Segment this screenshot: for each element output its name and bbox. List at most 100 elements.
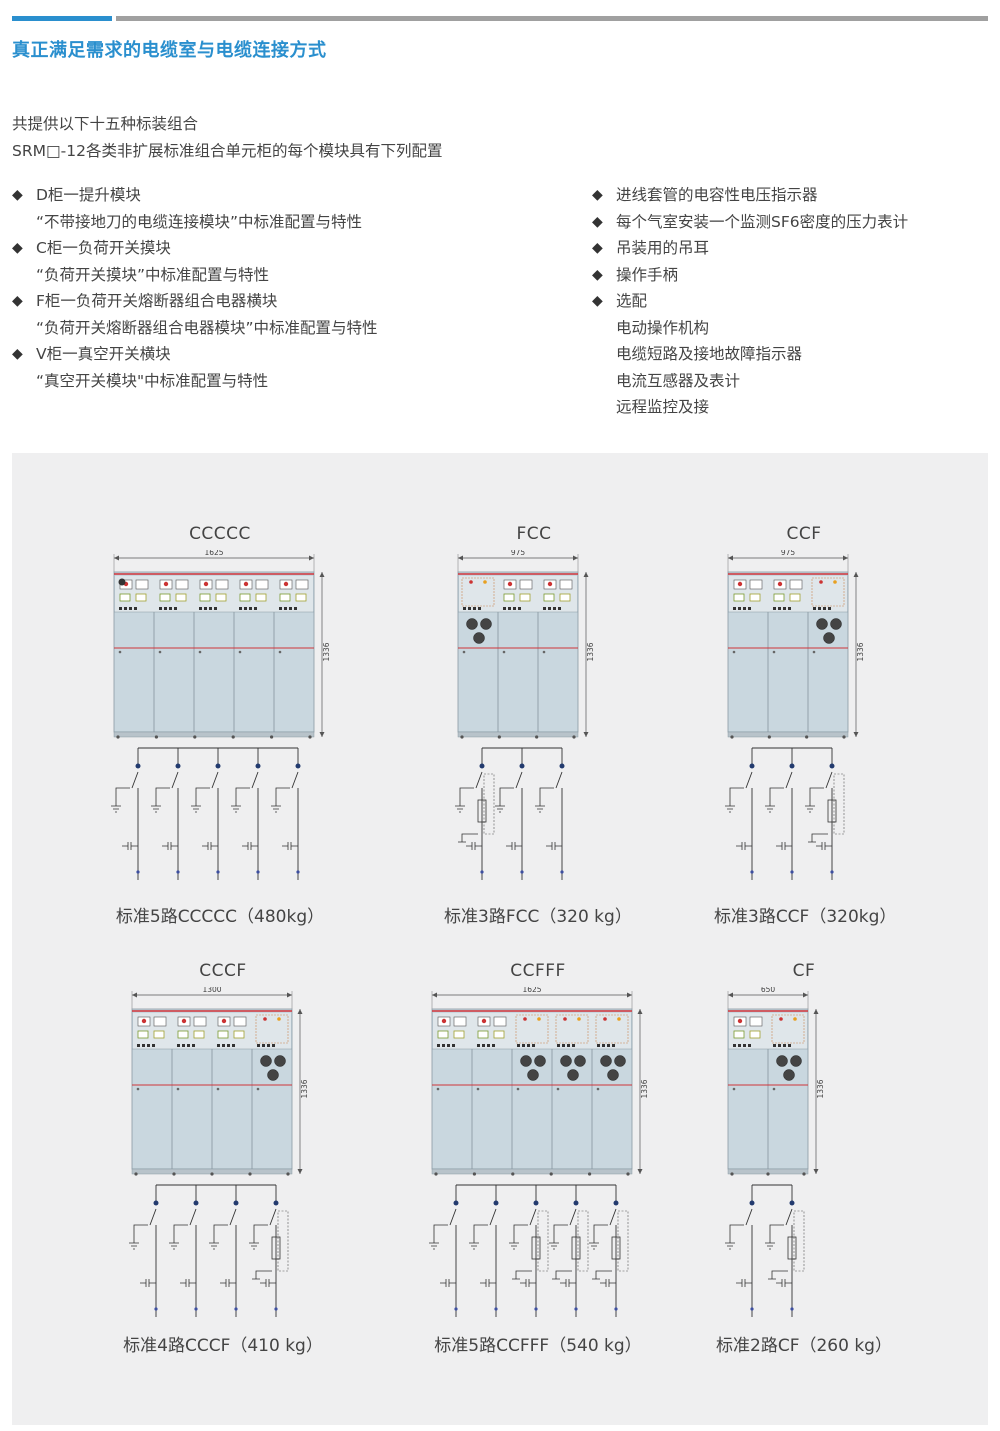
terminal-dot: [284, 607, 287, 610]
node-dot-icon: [295, 763, 301, 769]
terminal-dot: [823, 607, 826, 610]
terminal-dot: [152, 1044, 155, 1047]
diamond-bullet-icon: ◆: [592, 266, 603, 283]
terminal-dot: [748, 1044, 751, 1047]
height-label: 1336: [586, 642, 595, 661]
switch-indicator: [135, 579, 149, 590]
switch-indicator: [559, 579, 573, 590]
indicator-lamp-icon: [243, 581, 249, 587]
earth-symbol-icon: [249, 1224, 268, 1250]
terminal-dot: [773, 1044, 776, 1047]
door-handle-icon: [238, 650, 242, 654]
terminal-dot: [477, 1044, 480, 1047]
option-item: 电缆短路及接地故障指示器: [616, 345, 803, 363]
node-dot-icon: [534, 1307, 538, 1311]
earth-symbol-icon: [765, 787, 784, 813]
cabinet-foot-icon: [286, 1172, 290, 1176]
node-dot-icon: [789, 1200, 795, 1206]
height-label: 1336: [300, 1079, 309, 1098]
diamond-bullet-icon: ◆: [592, 293, 603, 309]
switch-blade: [475, 771, 483, 789]
list-item-desc: “负荷开关摸块”中标准配置与特性: [36, 265, 270, 284]
door-handle-icon: [158, 650, 162, 654]
operating-knob-icon: [520, 1055, 532, 1067]
list-item: ◆吊装用的吊耳: [592, 235, 908, 262]
diamond-bullet-icon: ◆: [592, 213, 603, 230]
indicator-lamp-icon: [203, 581, 209, 587]
terminal-dot: [217, 1044, 220, 1047]
door-handle-icon: [436, 1087, 440, 1091]
terminal-dot: [733, 1044, 736, 1047]
earth-symbol-icon: [252, 1270, 272, 1280]
indicator-lamp-icon: [563, 1017, 567, 1021]
earth-symbol-icon: [512, 1270, 532, 1280]
list-item: ◆选配: [592, 288, 908, 315]
indicator-lamp-icon: [819, 580, 823, 584]
fuse-enclosure: [833, 773, 845, 835]
door-handle-icon: [772, 650, 776, 654]
option-item: 电动操作机构: [616, 318, 710, 337]
switch-blade: [211, 771, 219, 789]
terminal-dot: [778, 607, 781, 610]
capacitor-indicator-icon: [260, 1279, 276, 1287]
terminal-dot: [142, 1044, 145, 1047]
node-dot-icon: [136, 870, 140, 874]
terminal-dot: [257, 1044, 260, 1047]
capacitor-indicator-icon: [282, 842, 298, 850]
intro-line-2: SRM□-12各类非扩展标准组合单元柜的每个模块具有下列配置: [12, 142, 443, 160]
list-item: ◆F柜一负荷开关熔断器组合电器横块: [12, 288, 378, 315]
single-line-diagram: [129, 1184, 289, 1317]
indicator-lamp-icon: [833, 580, 837, 584]
operating-knob-icon: [783, 1069, 795, 1081]
height-label: 1336: [322, 642, 331, 661]
door-handle-icon: [118, 650, 122, 654]
status-window: [519, 593, 531, 602]
cabinet-foot-icon: [766, 1172, 770, 1176]
capacitor-indicator-icon: [776, 842, 792, 850]
single-line-diagram: [429, 1184, 629, 1317]
door-handle-icon: [502, 650, 506, 654]
diamond-bullet-icon: ◆: [12, 346, 23, 362]
terminal-dot: [262, 1044, 265, 1047]
fuse-panel: [515, 1014, 549, 1044]
terminal-dot: [558, 607, 561, 610]
switch-blade: [555, 771, 563, 789]
indicator-lamp-icon: [283, 581, 289, 587]
terminal-dot: [527, 1044, 530, 1047]
node-dot-icon: [574, 1307, 578, 1311]
status-window: [559, 593, 571, 602]
operating-knob-icon: [260, 1055, 272, 1067]
capacitor-indicator-icon: [162, 842, 178, 850]
feature-list: ◆进线套管的电容性电压指示器 ◆每个气室安装一个监测SF6密度的压力表计 ◆吊装…: [592, 182, 908, 421]
terminal-dot: [119, 607, 122, 610]
switch-indicator: [519, 579, 533, 590]
status-window: [135, 593, 147, 602]
door-handle-icon: [516, 1087, 520, 1091]
status-window: [177, 1030, 189, 1039]
node-dot-icon: [493, 1200, 499, 1206]
terminal-dot: [818, 607, 821, 610]
fuse-icon: [271, 1236, 281, 1260]
operating-knob-icon: [816, 618, 828, 630]
status-window: [773, 593, 785, 602]
top-bar-blue: [12, 16, 112, 21]
capacitor-indicator-icon: [122, 842, 138, 850]
terminal-dot: [743, 607, 746, 610]
status-window: [493, 1030, 505, 1039]
earth-symbol-icon: [271, 787, 290, 813]
status-window: [477, 1030, 489, 1039]
single-line-diagram: [111, 747, 301, 880]
fuse-enclosure: [537, 1210, 549, 1272]
node-dot-icon: [274, 1307, 278, 1311]
status-window: [279, 593, 291, 602]
terminal-dot: [517, 1044, 520, 1047]
capacitor-indicator-icon: [140, 1279, 156, 1287]
node-dot-icon: [135, 763, 141, 769]
terminal-dot: [214, 607, 217, 610]
indicator-lamp-icon: [483, 580, 487, 584]
indicator-lamp-icon: [141, 1018, 147, 1024]
